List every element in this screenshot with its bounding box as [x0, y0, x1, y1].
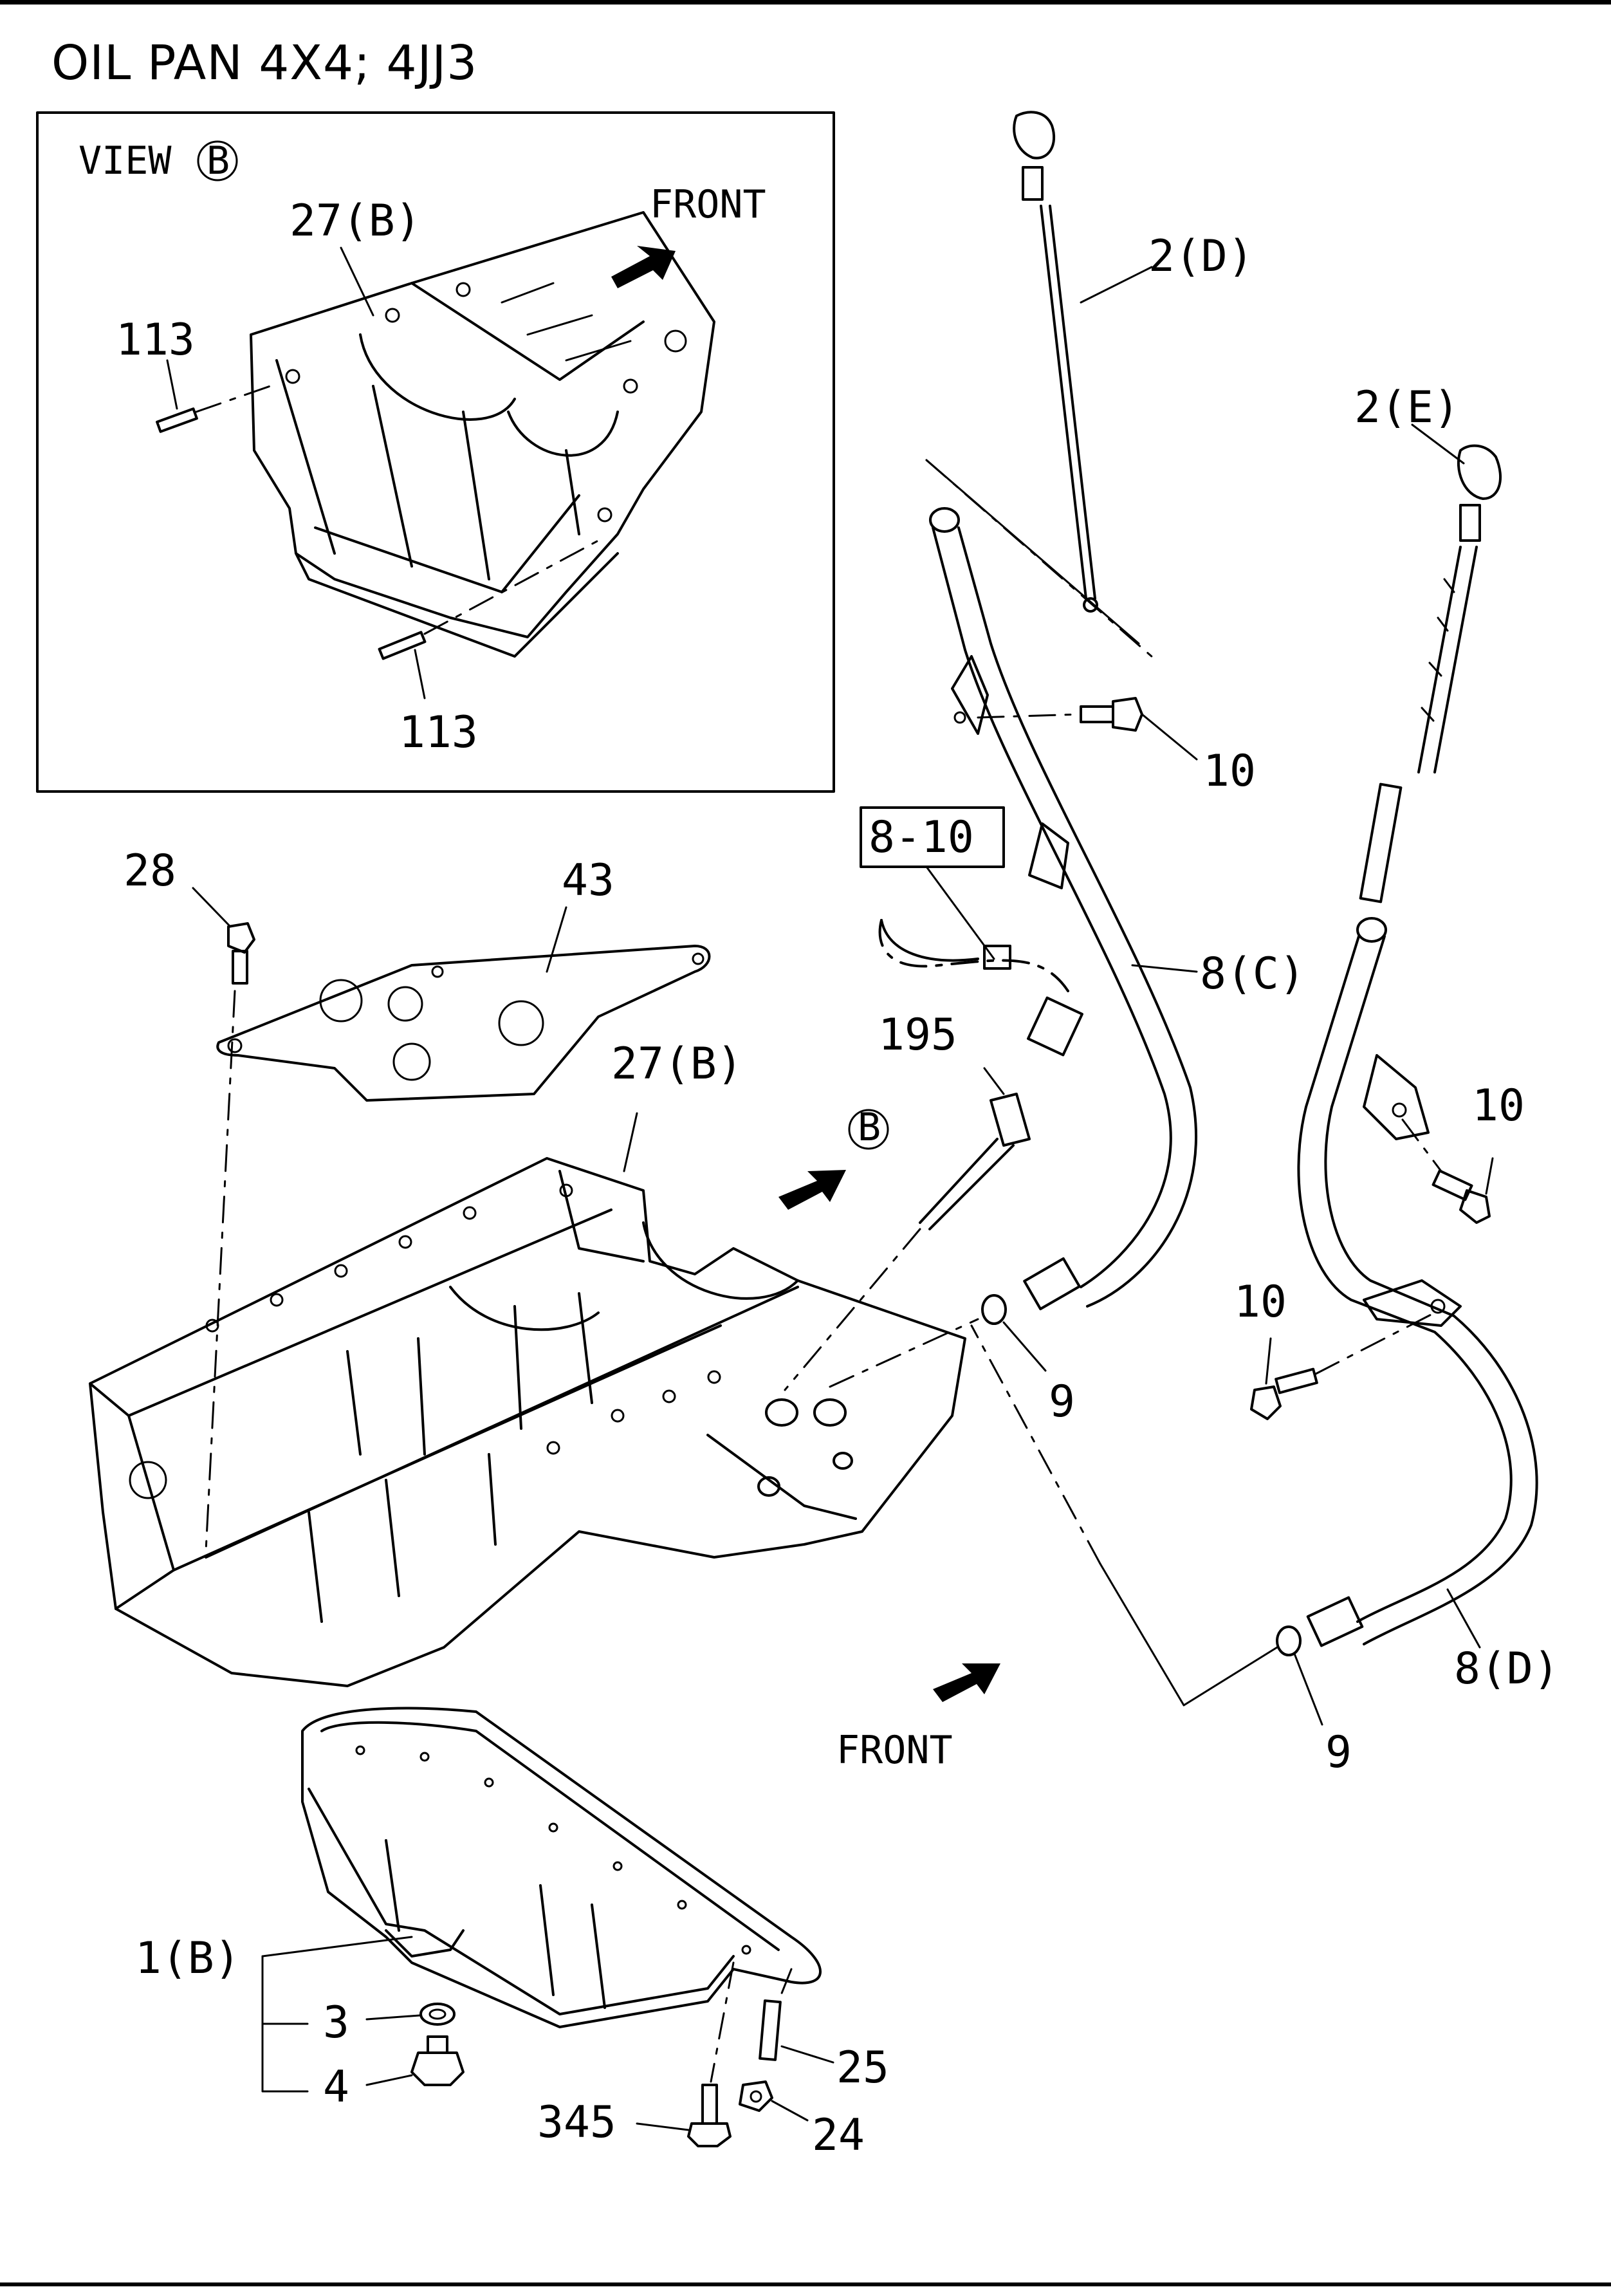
o-ring-9-upper — [829, 1294, 1047, 1388]
callout-24: 24 — [812, 2110, 865, 2161]
view-b-circle — [197, 140, 238, 181]
bolt-28 — [192, 887, 255, 1552]
inset-front-label: FRONT — [650, 182, 766, 227]
callout-ref-8-10: 8-10 — [869, 812, 974, 863]
callout-345: 345 — [537, 2097, 616, 2148]
inset-callout-113-lower: 113 — [399, 707, 478, 758]
callout-2d: 2(D) — [1148, 231, 1254, 282]
drain-plug-4 — [365, 2035, 465, 2086]
guide-tube-8c — [925, 459, 1198, 1311]
dipstick-2d — [1013, 111, 1153, 613]
page-title: OIL PAN 4X4; 4JJ3 — [51, 35, 478, 91]
view-b-arrow-icon — [778, 1170, 846, 1210]
dowel-pin-lower — [378, 539, 600, 660]
bolt-10-lower — [1250, 1311, 1436, 1420]
view-b-marker-letter: B — [858, 1105, 881, 1150]
front-arrow-main-icon — [933, 1663, 1000, 1702]
pan-bracket — [261, 1955, 309, 2093]
oil-pan-1b — [261, 1707, 822, 2028]
callout-28: 28 — [124, 846, 176, 896]
inset-callout-27b: 27(B) — [290, 196, 421, 246]
inset-callout-113-upper: 113 — [116, 315, 195, 366]
bolt-10-upper — [1080, 697, 1198, 761]
front-arrow-icon — [611, 246, 676, 288]
callout-8c: 8(C) — [1200, 949, 1305, 999]
callout-25: 25 — [836, 2042, 889, 2093]
callout-195: 195 — [878, 1010, 957, 1060]
front-label-main: FRONT — [836, 1728, 953, 1773]
nut-24 — [739, 2080, 809, 2122]
callout-10-upper: 10 — [1203, 746, 1256, 797]
ref-box-8-10 — [860, 806, 1005, 960]
callout-4: 4 — [323, 2062, 349, 2113]
callout-8d: 8(D) — [1454, 1643, 1560, 1694]
o-ring-9-lower — [970, 1324, 1323, 1726]
washer-3 — [365, 2003, 456, 2026]
callout-43: 43 — [562, 855, 614, 906]
bolt-345 — [636, 1961, 735, 2147]
callout-27b-main: 27(B) — [611, 1039, 743, 1089]
callout-3: 3 — [323, 1997, 349, 2048]
callout-1b: 1(B) — [135, 1933, 241, 1984]
inset-frame — [36, 111, 835, 793]
dowel-pin-upper — [156, 385, 272, 433]
callout-10-right: 10 — [1472, 1080, 1525, 1131]
sensor-195 — [784, 919, 1083, 1391]
callout-9-lower: 9 — [1325, 1727, 1352, 1778]
guide-tube-8d — [1297, 917, 1538, 1649]
callout-9-upper: 9 — [1049, 1376, 1075, 1427]
housing-27b — [89, 1112, 966, 1687]
inset-view-label: VIEW — [78, 138, 172, 183]
callout-10-lower: 10 — [1234, 1277, 1287, 1328]
bottom-rule — [0, 2282, 1611, 2286]
callout-2e: 2(E) — [1354, 382, 1460, 433]
dipstick-2e — [1359, 423, 1502, 903]
inset-view-b — [36, 111, 835, 793]
bolt-10-right — [1401, 1118, 1494, 1224]
gasket-43 — [216, 906, 711, 1102]
view-b-marker-circle — [848, 1109, 889, 1150]
stud-25 — [759, 1968, 834, 2064]
inset-block — [250, 211, 715, 658]
top-rule — [0, 0, 1611, 5]
inset-view-letter: B — [207, 138, 230, 183]
